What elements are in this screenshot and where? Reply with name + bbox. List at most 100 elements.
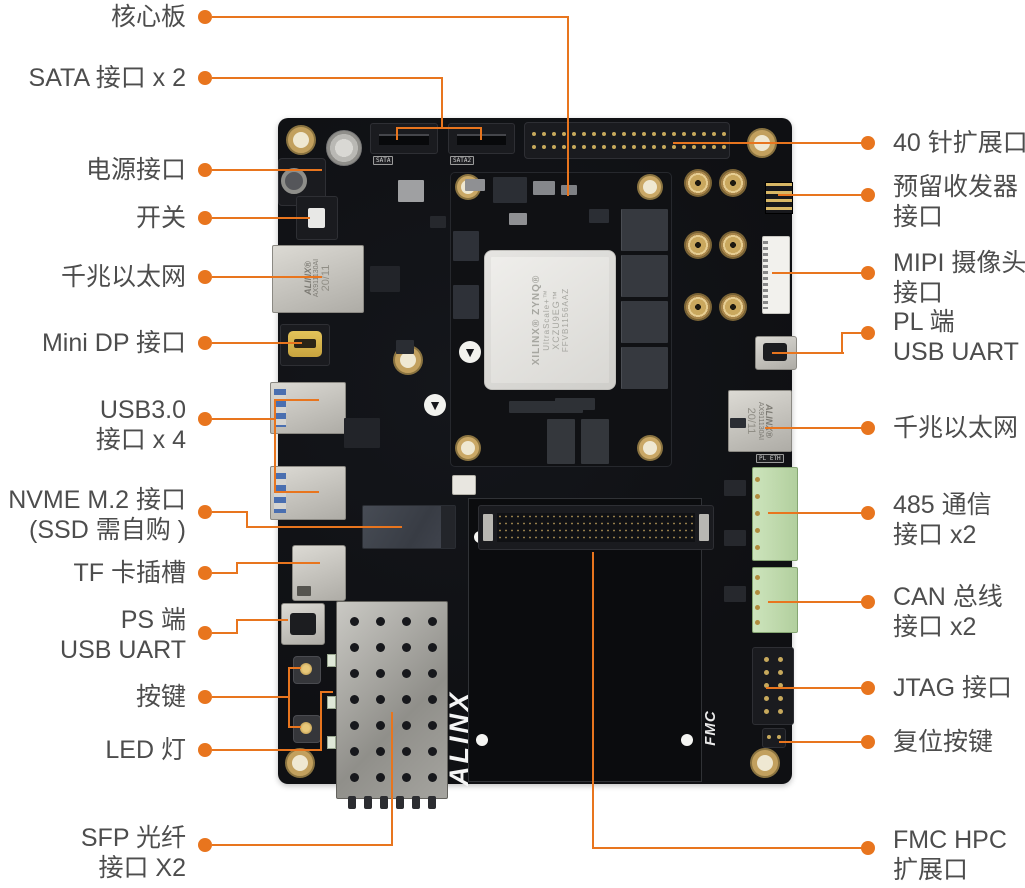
transceiver-leader-line (778, 194, 863, 196)
buttons-leader-line (288, 667, 301, 669)
power-leader-line (212, 169, 322, 171)
label-line: CAN 总线 (893, 583, 1003, 611)
led-dot (198, 743, 212, 757)
jtag-pin (778, 709, 783, 714)
header-pin (632, 145, 636, 149)
nvme-leader-line (246, 526, 402, 528)
smd-component (465, 179, 485, 191)
sfp-cage-hole (350, 747, 359, 756)
label-minidp: Mini DP 接口 (0, 328, 186, 358)
emmc-chip (581, 419, 609, 464)
header-pin (552, 132, 556, 136)
jtag-pin (764, 657, 769, 662)
sfp-leader-line (391, 712, 393, 846)
smd-component (561, 185, 577, 195)
usb3-leader-line (274, 491, 319, 493)
nvme-dot (198, 505, 212, 519)
label-sata: SATA 接口 x 2 (0, 63, 186, 93)
terminal-pin (755, 575, 760, 580)
led (327, 696, 336, 709)
header-pin (552, 145, 556, 149)
jtag-dot (861, 681, 875, 695)
label-line: USB UART (60, 636, 186, 664)
usb-opening (290, 613, 316, 635)
fmc-hpc-connector (478, 505, 714, 550)
jtag-leader-line (766, 687, 863, 689)
header-pin (582, 132, 586, 136)
label-line: PL 端 (893, 308, 955, 336)
coin-battery (326, 130, 362, 166)
led-leader-line (320, 691, 333, 693)
sfp-foot (364, 796, 372, 809)
buttons-leader-line (212, 696, 290, 698)
header-pin (542, 145, 546, 149)
terminal-pin (755, 545, 760, 550)
sfp-cage-hole (428, 643, 437, 652)
sfp-cage-hole (402, 695, 411, 704)
label-line: 扩展口 (893, 856, 969, 884)
header-pin (642, 145, 646, 149)
header-pin (712, 132, 716, 136)
label-line: USB UART (893, 338, 1019, 366)
can-terminal (752, 567, 798, 633)
label-pin40: 40 针扩展口 (893, 128, 1025, 158)
sata1-silkscreen: SATA (373, 156, 394, 165)
sfp-cage-hole (376, 643, 385, 652)
jst-connector (452, 475, 476, 495)
header-pin (532, 145, 536, 149)
usb3-leader-line (212, 418, 276, 420)
board-photo: SATA SATA2 ALINX® AX911130AI 20/11 (270, 118, 798, 809)
ddr-chip (621, 301, 668, 343)
mipi-leader-line (772, 272, 863, 274)
smd-component (430, 216, 446, 228)
sfp-cage-hole (376, 617, 385, 626)
label-line: 千兆以太网 (60, 263, 186, 291)
mini-dp-connector (280, 324, 330, 366)
label-line: 接口 x 4 (95, 426, 186, 454)
header-pin (662, 132, 666, 136)
nvme-leader-line (212, 511, 248, 513)
eth-left-leader-line (212, 276, 322, 278)
label-jtag: JTAG 接口 (893, 673, 1012, 703)
smd-component (724, 530, 746, 546)
led-leader-line (320, 691, 322, 751)
smd-component (493, 177, 527, 203)
sfp-cage-feet (348, 796, 438, 810)
sma-connector (684, 293, 712, 321)
smd-component (533, 181, 555, 195)
sfp-foot (348, 796, 356, 809)
header-pin (572, 132, 576, 136)
label-line: USB3.0 (99, 396, 186, 424)
label-led: LED 灯 (0, 735, 186, 765)
ps-uart-usb (281, 603, 325, 645)
sfp-cage-hole (376, 721, 385, 730)
sfp-cage-hole (402, 669, 411, 678)
rs485-dot (861, 506, 875, 520)
sfp-dot (198, 838, 212, 852)
header-pin (612, 145, 616, 149)
smd-component (344, 418, 380, 448)
label-line: MIPI 摄像头 (893, 249, 1025, 277)
sfp-cage-hole (350, 643, 359, 652)
header-pin (612, 132, 616, 136)
tf-dot (198, 566, 212, 580)
header-pin (532, 132, 536, 136)
header-pin (622, 132, 626, 136)
power-dot (198, 163, 212, 177)
label-eth-right: 千兆以太网 (893, 413, 1018, 443)
header-pin (572, 145, 576, 149)
sfp-cage-hole (402, 747, 411, 756)
minidp-leader-line (212, 342, 302, 344)
pl-uart-leader-line (772, 352, 844, 354)
sfp-foot (412, 796, 420, 809)
smd-component (589, 209, 609, 223)
terminal-pin (755, 477, 760, 482)
led (327, 654, 336, 667)
mipi-connector (762, 236, 790, 314)
minidp-dot (198, 336, 212, 350)
rs485-terminal (752, 467, 798, 561)
label-reset: 复位按键 (893, 727, 993, 757)
sfp-foot (396, 796, 404, 809)
